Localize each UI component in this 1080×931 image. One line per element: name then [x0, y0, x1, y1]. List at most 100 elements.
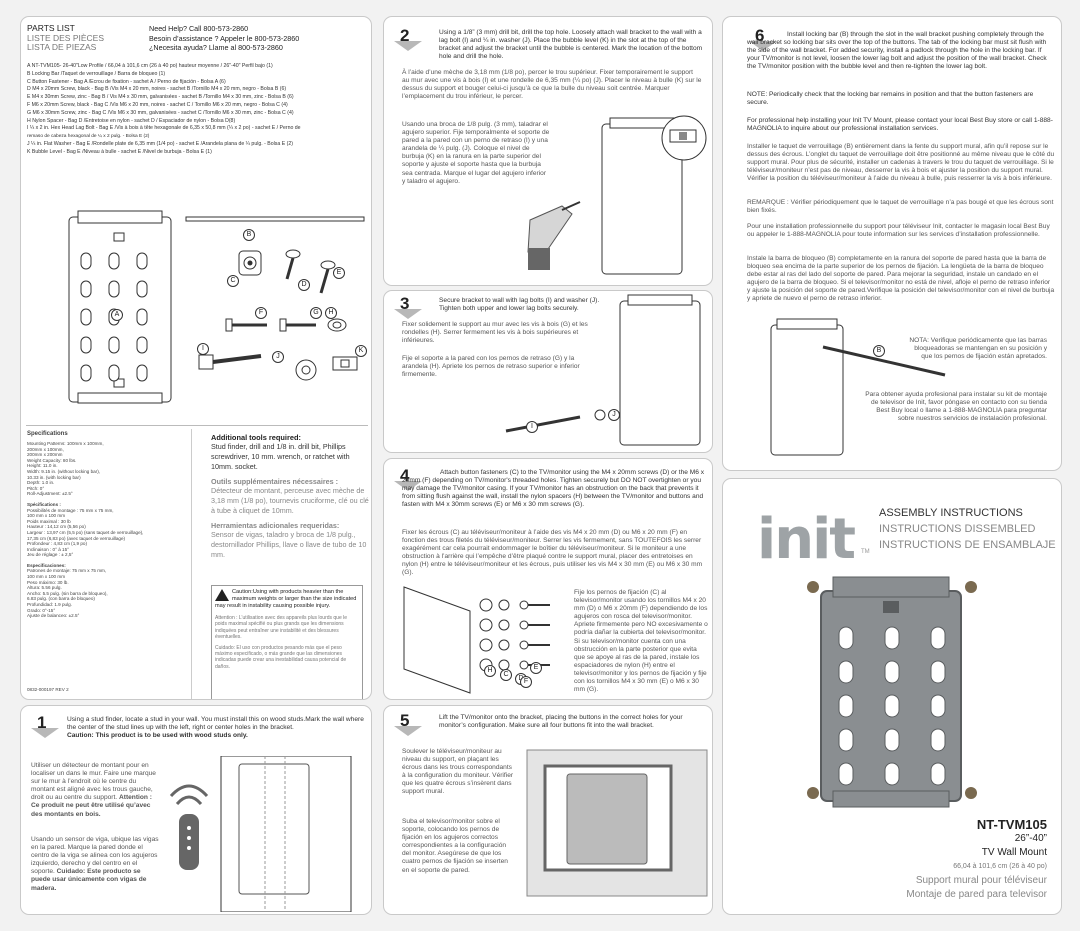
step-arrow-icon: [394, 481, 422, 491]
step-5-badge: 5: [394, 711, 424, 736]
spec-line: 100 mm x 100 mm: [27, 574, 66, 580]
parts-title-es: LISTA DE PIEZAS: [27, 42, 97, 52]
product-name-fr: Support mural pour téléviseur: [915, 875, 1047, 886]
trademark: TM: [861, 549, 870, 555]
spec-line: Mounting Patterns: 100mm x 100mm,: [27, 441, 104, 446]
part-callout: C: [227, 275, 239, 287]
spec-line: Height: 11.0 in.: [27, 463, 58, 469]
part-callout: D: [298, 279, 310, 291]
step-3-es: Fije el soporte a la pared con los perno…: [402, 355, 580, 379]
bracket-slot: [80, 308, 92, 326]
step-3-fr: Fixer solidement le support au mur avec …: [402, 321, 588, 345]
part-callout: I: [197, 343, 209, 355]
model-size: 26”-40”: [1014, 833, 1047, 844]
step-3-panel: 3 Secure bracket to wall with lag bolts …: [383, 290, 713, 453]
spec-line: 17,35 cm (6,83 po) (avec taquet de verro…: [27, 535, 126, 541]
parts-list-item: I ¼ x 2 in. Hex Head Lag Bolt - Bag E /V…: [27, 125, 301, 132]
step-1-panel: 1 Using a stud finder, locate a stud in …: [20, 705, 372, 915]
step-2-fr: À l’aide d’une mèche de 3,18 mm (1/8 po)…: [402, 69, 702, 101]
spec-line: 10.33 in. (with locking bar): [27, 474, 81, 480]
tools-text-en: Stud finder, drill and 1/8 in. drill bit…: [211, 442, 350, 471]
part-number: 0832-000197 REV 2: [27, 687, 69, 692]
step-4-en: Attach button fasteners (C) to the TV/mo…: [402, 469, 705, 509]
part-callout: G: [310, 307, 322, 319]
callout-i: I: [526, 421, 538, 433]
spec-line: Possibilités de montage : 75 mm x 75 mm,: [27, 507, 114, 513]
spec-line: Jeu de réglage : ± 2,5°: [27, 552, 74, 558]
part-callout: A: [111, 309, 123, 321]
spec-line: Inclinaison : 0° à 15°: [27, 546, 69, 552]
fastener-callout: C: [500, 669, 512, 681]
step-2-en: Using a 1/8” (3 mm) drill bit, drill the…: [439, 29, 703, 61]
specs-es-lines: Patrones de montaje: 75 mm x 75 mm,100 m…: [27, 568, 197, 618]
fastener-callout: F: [520, 676, 532, 688]
parts-titles: PARTS LIST LISTE DES PIÈCES LISTA DE PIE…: [27, 23, 104, 53]
tools-text-es: Sensor de vigas, taladro y broca de 1/8 …: [211, 530, 367, 559]
step-6-note-fr: REMARQUE : Vérifier périodiquement que l…: [747, 199, 1054, 215]
init-logo: init: [757, 507, 856, 572]
bracket-outline: [619, 300, 701, 446]
step-1-fr-text: Utiliser un détecteur de montant pour en…: [31, 762, 156, 802]
product-name-es: Montaje de pared para televisor: [906, 889, 1047, 900]
spec-line: Peso máximo: 30 lb.: [27, 579, 69, 585]
step-1-fr-caution: Attention : Ce produit ne peut être util…: [31, 794, 152, 818]
bracket-slot: [80, 252, 92, 270]
spec-line: Grado: 0°-15°: [27, 607, 56, 613]
parts-title-en: PARTS LIST: [27, 23, 75, 33]
divider: [26, 425, 368, 426]
step-2-panel: 2 Using a 1/8” (3 mm) drill bit, drill t…: [383, 16, 713, 286]
washer-drawing: [295, 359, 317, 381]
bracket-slot: [930, 660, 946, 684]
step-arrow-icon: [749, 41, 777, 51]
step-number: 3: [400, 294, 410, 313]
specifications: Specifications Mounting Patterns: 100mm …: [27, 430, 197, 619]
step-4-fr: Fixer les écrous (C) au téléviseur/monit…: [402, 529, 703, 577]
spec-line: Poids maximal : 30 lb: [27, 518, 71, 524]
help-fr: Besoin d’assistance ? Appeler le 800-573…: [149, 33, 300, 43]
step-1-en-text: Using a stud finder, locate a stud in yo…: [67, 716, 364, 732]
step-2-illustration: [527, 115, 707, 275]
step-6-help-en: For professional help installing your In…: [747, 117, 1053, 133]
spec-line: Depth: 1.0 in.: [27, 480, 55, 486]
step-5-fr: Soulever le téléviseur/moniteur au nivea…: [402, 748, 514, 796]
step-1-illustration: [169, 756, 352, 912]
spec-line: Roll-Adjustment: ±2.5°: [27, 491, 73, 497]
step-2-badge: 2: [394, 26, 424, 51]
bracket-slot: [884, 728, 900, 752]
column-divider: [191, 429, 192, 699]
cover-product-info: NT-TVM105 26”-40” TV Wall Mount 66,04 à …: [906, 817, 1047, 902]
size-metric: 66,04 à 101,6 cm (26 à 40 po): [953, 863, 1047, 870]
bracket-slot: [838, 694, 854, 718]
bracket-slot: [884, 660, 900, 684]
bracket-slot: [930, 626, 946, 650]
step-6-badge: 6: [749, 26, 779, 51]
step-6-illustration: [770, 318, 946, 456]
bracket-slot: [80, 364, 92, 382]
spec-line: Weight Capacity: 80 lbs.: [27, 457, 77, 463]
step-1-es: Usando un sensor de viga, ubique las vig…: [31, 836, 161, 893]
step-6-note-es: NOTA: Verifique periódicamente que las b…: [909, 337, 1047, 361]
parts-list-panel: PARTS LIST LISTE DES PIÈCES LISTA DE PIE…: [20, 16, 372, 700]
part-callout: K: [355, 345, 367, 357]
callout-b: B: [873, 345, 885, 357]
caution-box: Caution:Using with products heavier than…: [211, 585, 363, 699]
callout-j: J: [608, 409, 620, 421]
step-arrow-icon: [394, 41, 422, 51]
bracket-slot: [884, 626, 900, 650]
parts-list-item: E M4 x 30mm Screw, zinc - Bag B / Vis M4…: [27, 94, 294, 101]
caution-es: Cuidado: El uso con productos pesando má…: [215, 644, 347, 670]
bracket-slot: [136, 280, 148, 298]
spec-line: Altura: 5.56 pulg.: [27, 585, 62, 591]
model-number: NT-TVM105: [976, 817, 1047, 832]
step-6-en: Install locking bar (B) through the slot…: [747, 31, 1047, 71]
lag-bolt-drawing: [198, 354, 262, 370]
spec-line: Ancho: 5.5 pulg. (sin barra de bloqueo),: [27, 590, 108, 596]
drill-drawing: [527, 205, 573, 253]
part-callout: J: [272, 351, 284, 363]
parts-list-item: D M4 x 20mm Screw, black - Bag B /Vis M4…: [27, 86, 287, 93]
caution-en: Caution:Using with products heavier than…: [215, 589, 357, 609]
step-1-en-caution: Caution: This product is to be used with…: [67, 732, 248, 740]
help-lines: Need Help? Call 800-573-2860 Besoin d’as…: [149, 24, 299, 53]
tv-back-drawing: [403, 586, 471, 694]
step-3-badge: 3: [394, 294, 424, 319]
